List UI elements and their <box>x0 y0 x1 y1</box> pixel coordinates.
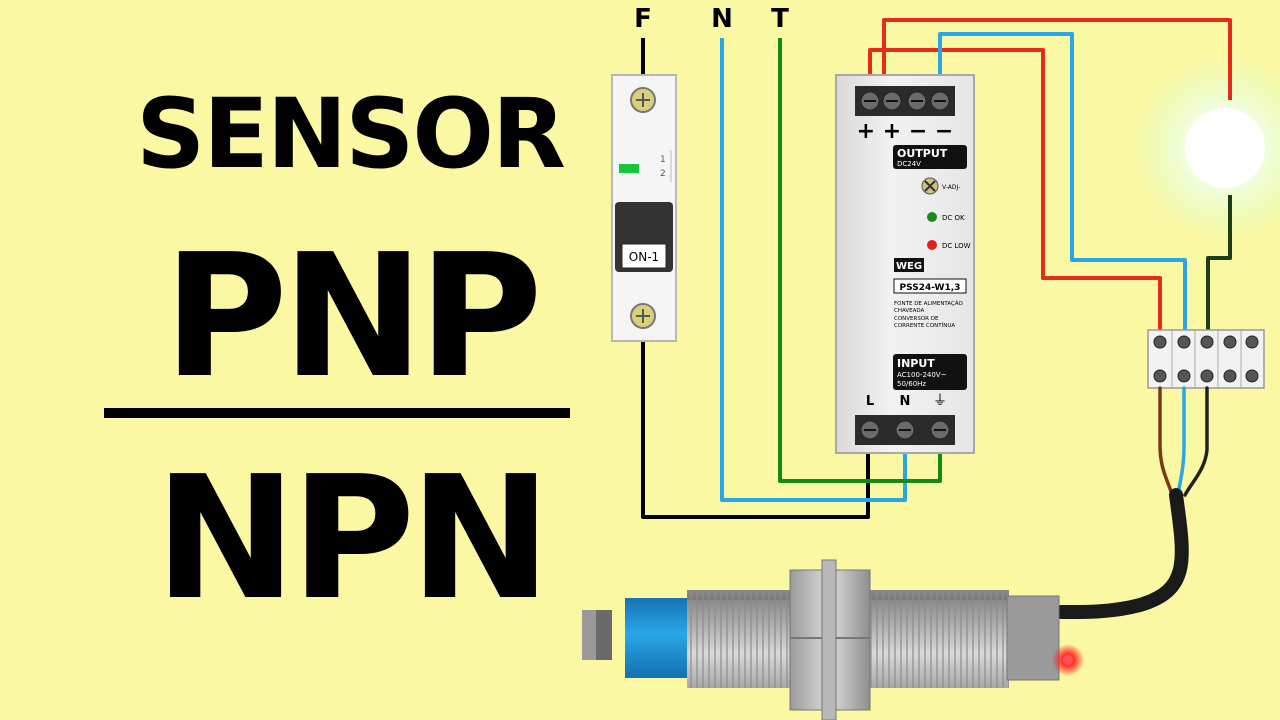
lamp-return-wire <box>1206 195 1232 332</box>
positive-wire-inner <box>868 48 1162 332</box>
sensor-wire-blue <box>1176 386 1186 497</box>
sensor-cap <box>1006 595 1060 681</box>
breaker-indicator <box>619 164 639 173</box>
supply-label-f: F <box>634 4 652 34</box>
polarity-label: + + − − <box>857 119 954 144</box>
supply-label-t: T <box>771 4 789 34</box>
model-label: PSS24-W1,3 <box>900 283 961 293</box>
title-divider <box>104 408 570 418</box>
dc-ok-label: DC OK <box>942 214 965 222</box>
terminal-n-label: N <box>900 394 911 409</box>
washer <box>821 559 837 720</box>
negative-wire-blue <box>938 32 1187 332</box>
breaker-pos1: 1 <box>660 155 666 165</box>
ground-icon: ⏚ <box>933 393 947 409</box>
lamp <box>1185 108 1265 188</box>
desc-line2: CHAVEADA <box>894 308 925 314</box>
brand-logo <box>894 258 924 272</box>
title-npn: NPN <box>154 440 551 638</box>
sensor-cable <box>1053 488 1189 620</box>
power-supply: + + − − OUTPUT DC24V V-ADJ- DC OK DC LOW… <box>835 74 975 454</box>
input-terminals <box>860 420 950 440</box>
input-spec1: AC100-240V~ <box>897 371 947 379</box>
terminal-block <box>1147 329 1265 389</box>
output-terminals <box>860 91 950 111</box>
output-spec: DC24V <box>897 160 921 168</box>
terminal-l-label: L <box>866 394 874 409</box>
sensor-wire-black <box>1183 386 1209 497</box>
inductive-sensor <box>582 559 1084 720</box>
title-pnp: PNP <box>163 218 542 416</box>
breaker-switch-label: ON-1 <box>629 250 659 264</box>
sensor-face <box>625 598 687 678</box>
dc-low-label: DC LOW <box>942 242 971 250</box>
title-sensor: SENSOR <box>136 78 566 190</box>
output-title: OUTPUT <box>897 147 948 160</box>
neutral-wire <box>720 38 907 502</box>
circuit-breaker: 1 2 ON-1 <box>611 74 677 342</box>
vadj-label: V-ADJ- <box>942 184 960 191</box>
brand-text: WEG <box>896 261 922 272</box>
positive-wire-outer <box>882 18 1232 100</box>
dc-low-led <box>927 240 937 250</box>
phase-wire-down <box>641 338 870 519</box>
ground-wire <box>778 38 942 483</box>
input-title: INPUT <box>897 357 935 370</box>
dc-ok-led <box>927 212 937 222</box>
desc-line1: FONTE DE ALIMENTAÇÃO <box>894 300 964 307</box>
breaker-pos2: 2 <box>660 169 666 179</box>
supply-label-n: N <box>711 4 733 34</box>
input-spec2: 50/60Hz <box>897 380 926 388</box>
desc-line3: CONVERSOR DE <box>894 316 939 322</box>
desc-line4: CORRENTE CONTÍNUA <box>894 322 955 329</box>
sensor-wire-brown <box>1158 386 1174 497</box>
